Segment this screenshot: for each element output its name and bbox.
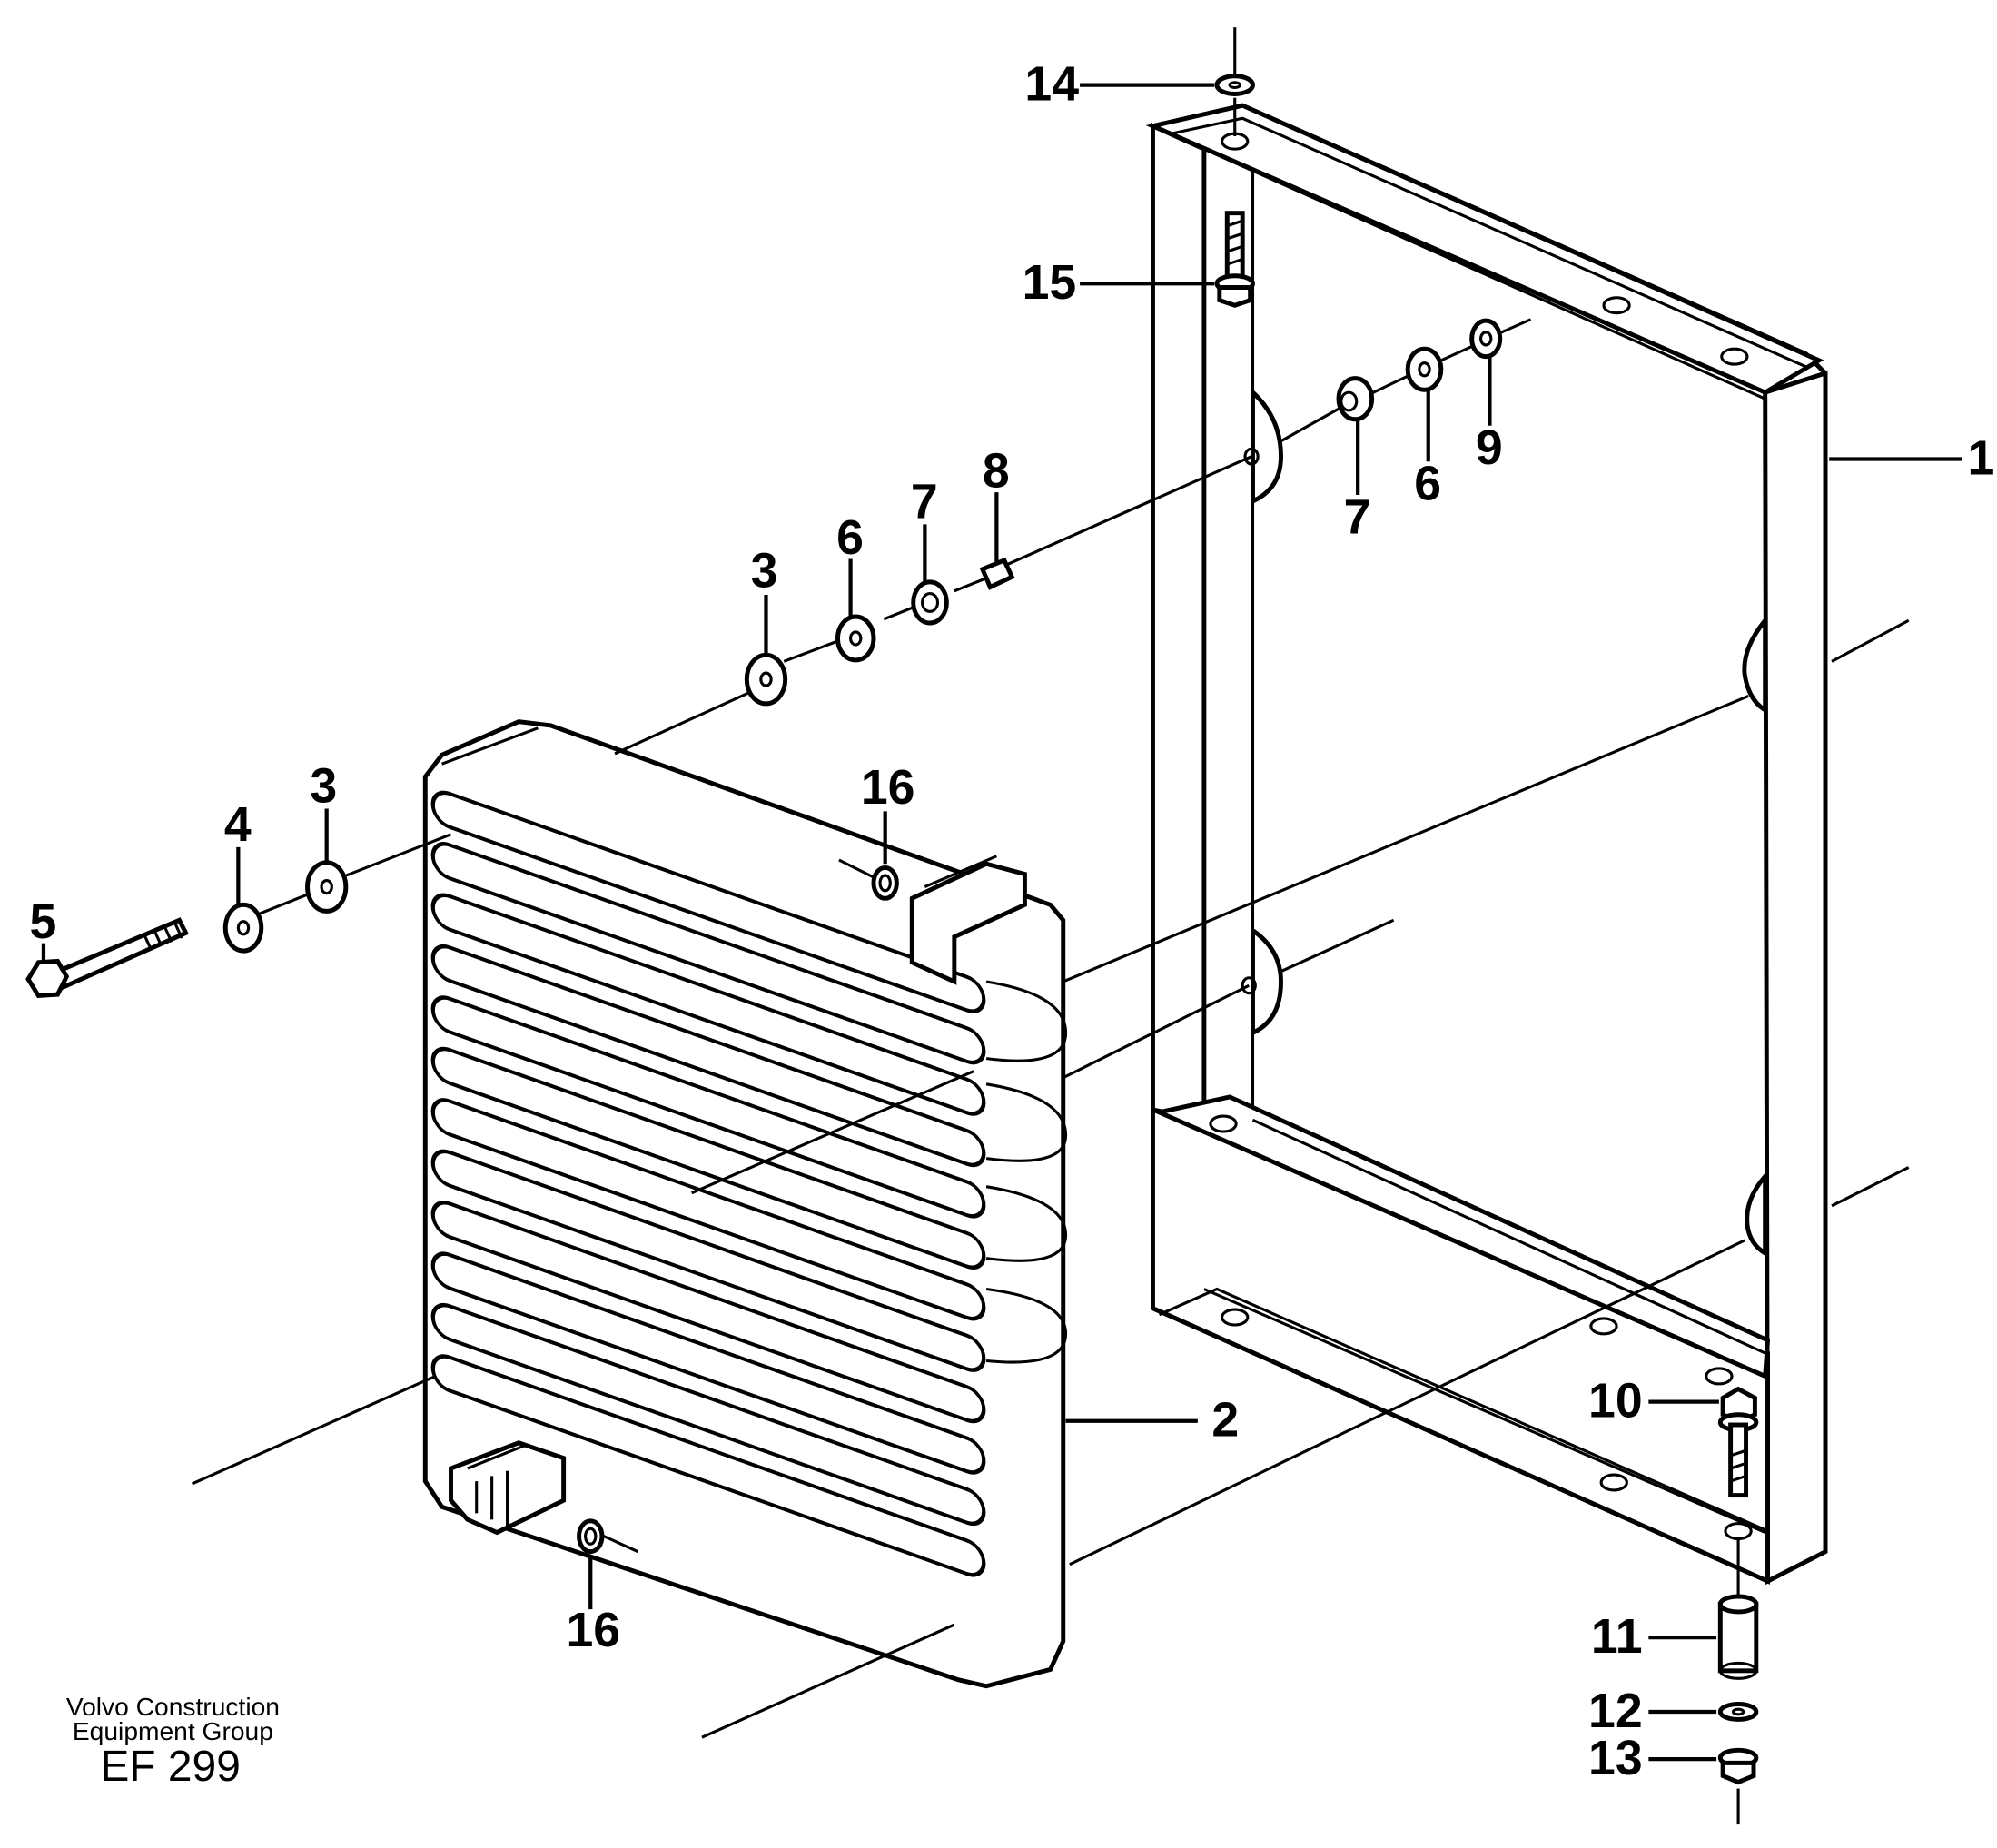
callout-3-left: 3 — [310, 759, 337, 814]
mounting-frame — [1145, 103, 1828, 1586]
bolt-10 — [1717, 1386, 1759, 1498]
callout-1: 1 — [1968, 430, 1995, 485]
callout-4: 4 — [224, 797, 252, 852]
washer-3-left — [305, 860, 349, 914]
spacer-11 — [1717, 1594, 1759, 1680]
fasteners — [25, 27, 1910, 1825]
callout-6-left: 6 — [836, 510, 864, 565]
washer-3-upper — [744, 652, 788, 707]
washer-12 — [1717, 1702, 1759, 1722]
bolt-5 — [25, 917, 189, 999]
callout-8: 8 — [983, 444, 1010, 499]
cooling-fins — [430, 790, 986, 1577]
callout-5: 5 — [29, 894, 56, 949]
callout-16-top: 16 — [861, 760, 915, 815]
grommet-16-bottom — [577, 1518, 605, 1555]
company-name-line-1: Volvo Construction — [66, 1692, 280, 1721]
leader-lines — [41, 83, 1962, 1762]
callout-13: 13 — [1588, 1731, 1643, 1785]
rubber-bushing-7-left — [911, 579, 949, 626]
figure-code: EF 299 — [100, 1743, 241, 1791]
nut-9 — [1469, 318, 1503, 360]
callout-15: 15 — [1023, 255, 1077, 310]
grommet-16-top — [871, 865, 899, 901]
callout-12: 12 — [1588, 1684, 1643, 1738]
spacer-8 — [979, 557, 1015, 590]
callout-10: 10 — [1588, 1374, 1643, 1428]
callout-labels: 1 2 3 3 4 5 6 6 7 7 8 9 10 11 12 13 14 1… — [29, 57, 1994, 1786]
washer-4 — [222, 902, 264, 954]
callout-14: 14 — [1024, 57, 1079, 112]
callout-6-right: 6 — [1414, 457, 1441, 511]
callout-7-right: 7 — [1344, 489, 1371, 544]
washer-6-right — [1405, 346, 1444, 392]
control-unit-heatsink — [422, 719, 1068, 1689]
callout-3-upper: 3 — [751, 544, 778, 598]
nut-13 — [1717, 1747, 1759, 1785]
callout-7-left: 7 — [911, 474, 938, 529]
callout-11: 11 — [1591, 1609, 1643, 1664]
washer-6-left — [835, 614, 876, 663]
footer-credit: Volvo Construction Equipment Group EF 29… — [66, 1692, 280, 1791]
company-name-line-2: Equipment Group — [73, 1716, 273, 1745]
callout-9: 9 — [1476, 420, 1503, 475]
bolt-15 — [1214, 211, 1255, 308]
washer-14 — [1214, 74, 1255, 96]
callout-16-bottom: 16 — [566, 1603, 620, 1657]
callout-2: 2 — [1211, 1393, 1239, 1448]
